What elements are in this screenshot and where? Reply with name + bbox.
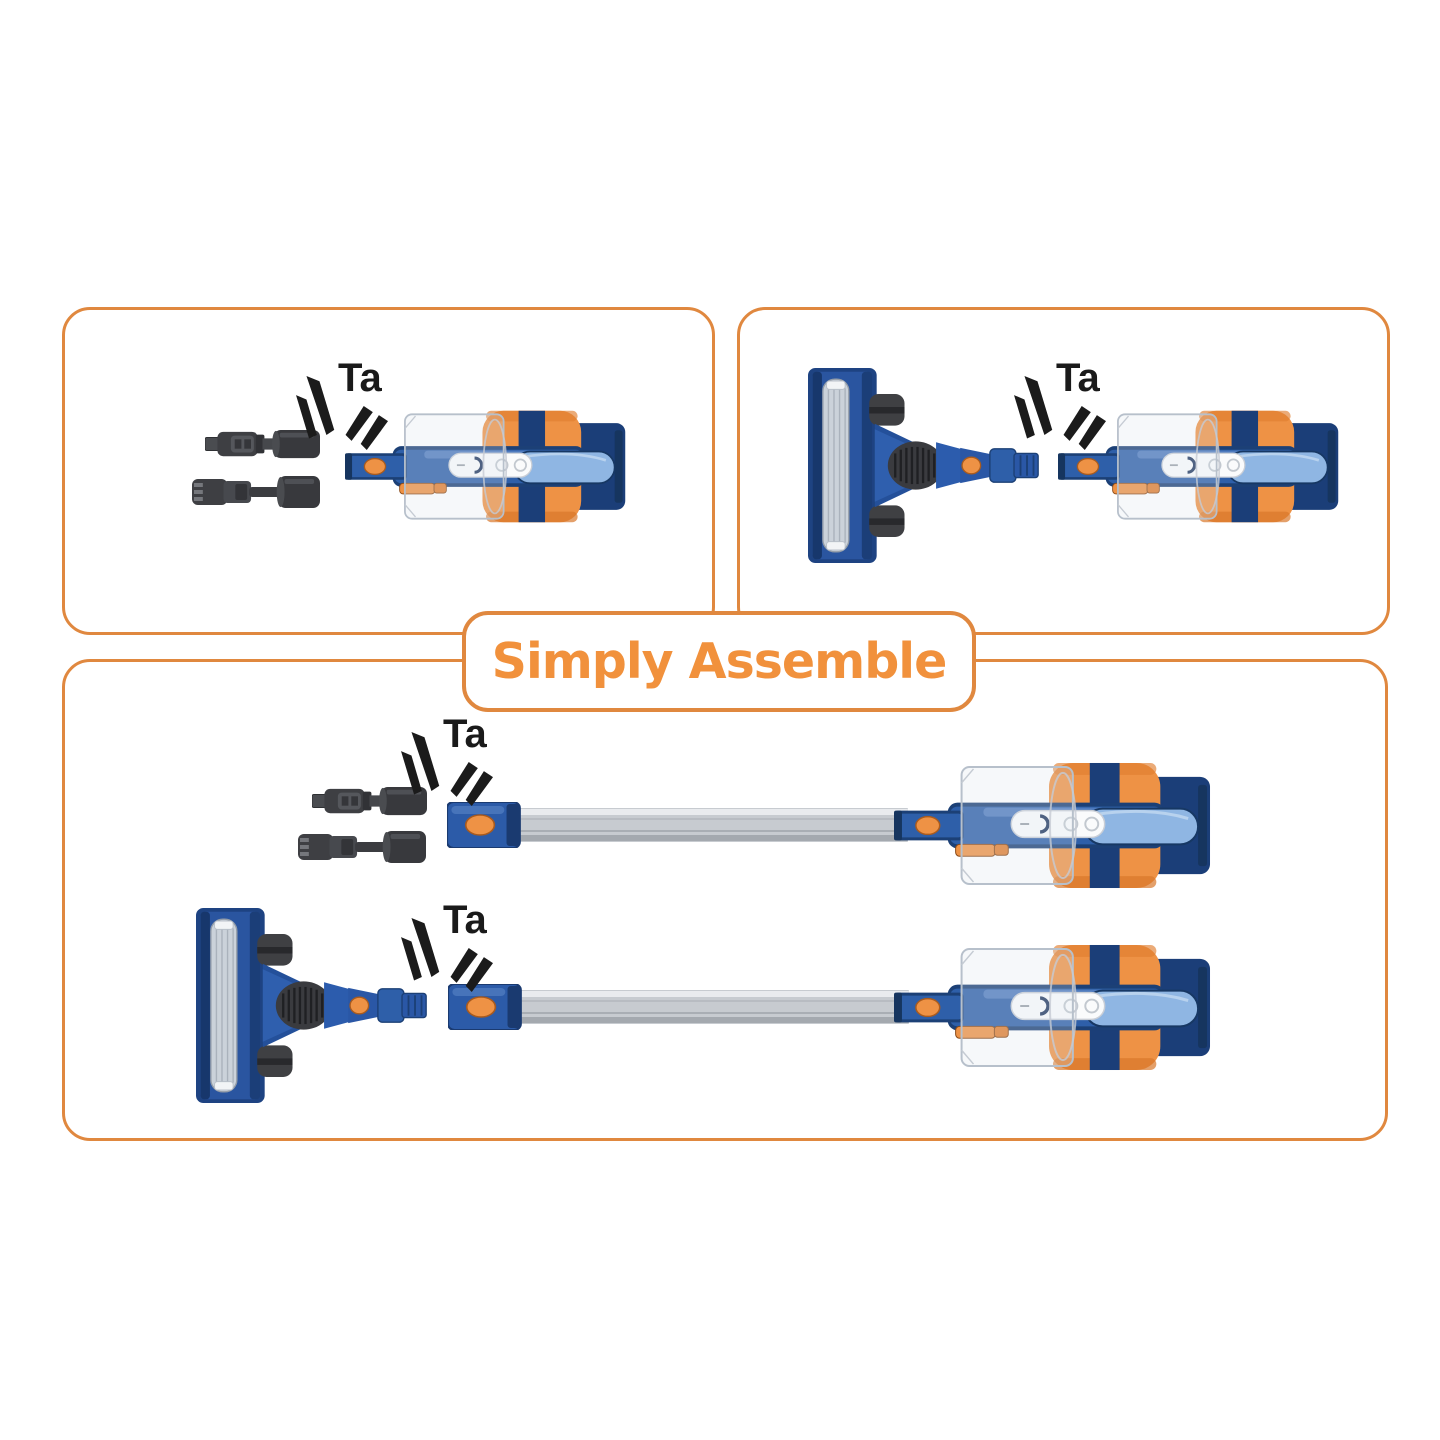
click-marks-icon (345, 406, 388, 450)
banner-title: Simply Assemble (491, 633, 948, 690)
click-sound-label: Ta (443, 898, 487, 942)
click-marks-icon (401, 732, 440, 795)
click-marks-icon (450, 762, 493, 806)
simply-assemble-banner: Simply Assemble (462, 611, 976, 712)
brush-tool (298, 831, 426, 863)
click-marks-icon (450, 948, 493, 992)
click-burst: Ta (393, 900, 505, 1004)
click-marks-icon (401, 918, 440, 981)
brush-tool (192, 476, 320, 508)
click-marks-icon (1014, 376, 1053, 439)
click-burst: Ta (393, 714, 505, 818)
click-sound-label: Ta (443, 712, 487, 756)
click-marks-icon (296, 376, 335, 439)
click-sound-label: Ta (338, 356, 382, 400)
click-sound-label: Ta (1056, 356, 1100, 400)
extension-tube (448, 984, 910, 1030)
extension-tube (447, 802, 909, 848)
click-burst: Ta (1006, 358, 1118, 462)
handheld-vacuum-unit (894, 761, 1212, 890)
click-burst: Ta (288, 358, 400, 462)
click-marks-icon (1063, 406, 1106, 450)
handheld-vacuum-unit (894, 943, 1212, 1072)
